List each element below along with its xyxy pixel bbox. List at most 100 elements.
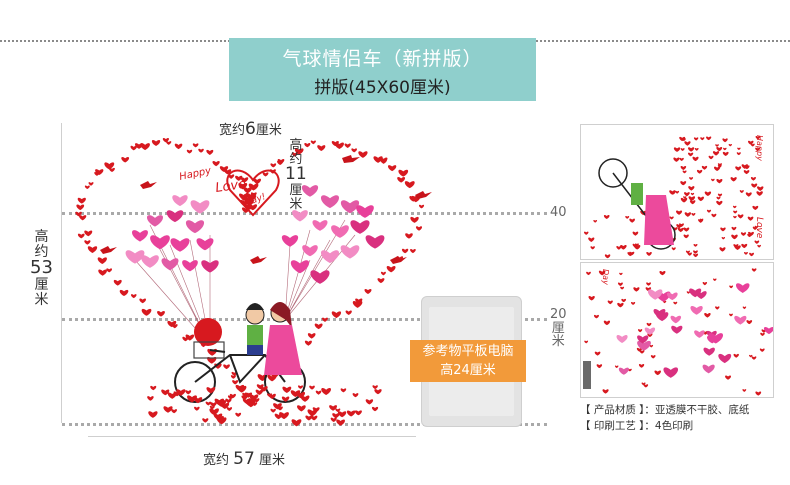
thumb-heart — [654, 370, 661, 376]
frame-heart — [84, 240, 91, 245]
thumb-balloon — [647, 289, 663, 300]
sheet-preview-top-art: Happy Love — [583, 135, 764, 259]
scale-20-value: 20 — [550, 307, 567, 322]
thumb-heart — [588, 295, 595, 301]
balloon-heart — [170, 238, 190, 252]
thumb-heart — [684, 192, 690, 197]
frame-heart — [322, 317, 328, 322]
thumb-balloon — [690, 305, 703, 315]
birds — [100, 155, 432, 264]
thumb-heart — [740, 232, 747, 236]
thumb-heart — [691, 213, 696, 216]
thumb-balloon — [637, 335, 649, 344]
ground-heart — [329, 405, 338, 411]
ground-heart — [305, 415, 313, 421]
thumb-heart — [755, 135, 761, 140]
ground-heart — [309, 385, 315, 390]
thumb-heart — [646, 252, 652, 256]
frame-heart — [140, 143, 150, 151]
balloon-heart — [331, 225, 349, 238]
frame-heart — [419, 204, 425, 209]
thumb-heart — [688, 196, 696, 201]
balloon-heart — [340, 245, 360, 259]
thumb-balloon — [666, 292, 678, 301]
ground-heart — [227, 395, 234, 400]
thumb-heart — [748, 140, 754, 145]
thumb-heart — [734, 245, 741, 251]
frame-heart — [240, 177, 249, 183]
thumb-heart — [603, 215, 610, 220]
frame-heart — [113, 279, 122, 286]
frame-heart — [248, 204, 258, 211]
frame-heart — [307, 333, 316, 339]
thumb-heart — [751, 268, 757, 272]
thumb-heart — [683, 234, 689, 239]
frame-heart — [253, 178, 262, 185]
thumb-balloon — [702, 364, 715, 374]
frame-heart — [237, 385, 247, 393]
thumb-heart — [737, 147, 741, 150]
thumb-heart — [729, 313, 733, 317]
thumb-heart — [632, 243, 639, 248]
frame-heart — [104, 162, 115, 170]
balloon-heart — [196, 238, 214, 251]
frame-heart — [267, 374, 277, 382]
thumb-heart — [604, 254, 611, 259]
thumb-heart — [731, 226, 737, 231]
frame-heart — [314, 323, 323, 330]
ground-heart — [163, 406, 173, 413]
thumb-heart — [733, 353, 739, 358]
thumb-heart — [688, 186, 695, 191]
reference-label-line1: 参考物平板电脑 — [422, 344, 514, 359]
top-width-unit: 厘米 — [255, 123, 282, 138]
frame-heart — [242, 392, 249, 398]
frame-heart — [304, 340, 312, 346]
frame-heart — [334, 142, 344, 149]
ground-heart — [187, 395, 197, 403]
balloon-heart — [290, 260, 310, 274]
ground-heart — [374, 389, 382, 395]
ground-hearts — [147, 385, 382, 427]
top-width-prefix: 宽约 — [219, 123, 246, 138]
balloon-heart — [182, 260, 198, 272]
sheet-preview-bottom: Day — [580, 262, 774, 398]
thumb-heart — [607, 300, 613, 305]
ground-heart — [281, 396, 290, 402]
bottom-width-ruler — [88, 436, 416, 437]
frame-heart — [380, 271, 386, 276]
thumb-heart — [745, 192, 752, 197]
thumb-heart — [671, 247, 676, 251]
balloon-heart — [185, 220, 205, 234]
thumb-heart — [715, 144, 719, 147]
balloon-heart — [146, 215, 164, 227]
title-banner: 气球情侣车（新拼版） 拼版(45X60厘米) — [229, 38, 536, 101]
frame-heart — [95, 169, 104, 176]
thumb-heart — [584, 340, 589, 344]
ground-heart — [332, 413, 340, 419]
frame-heart — [151, 140, 161, 147]
frame-heart — [277, 160, 284, 165]
scale-40-label: 40 — [550, 205, 567, 220]
frame-heart — [106, 268, 113, 273]
thumb-heart — [693, 250, 698, 254]
frame-heart — [377, 278, 385, 284]
frame-heart — [405, 233, 413, 239]
thumb-heart — [649, 344, 654, 348]
happy-text: Happy — [178, 165, 213, 183]
frame-heart — [77, 197, 86, 204]
ground-heart — [259, 386, 268, 392]
bottom-width-value: 57 — [233, 449, 255, 469]
thumb-balloon — [695, 291, 707, 299]
thumb-heart — [593, 314, 599, 319]
thumb-heart — [759, 348, 765, 352]
thumb-heart — [697, 196, 705, 202]
thumb-balloon — [707, 335, 718, 344]
thumb-heart — [722, 151, 729, 156]
thumb-heart — [688, 147, 695, 152]
thumb-heart — [692, 156, 699, 162]
thumb-heart — [723, 147, 727, 151]
thumb-balloon — [694, 330, 705, 338]
balloon-heart — [312, 220, 328, 231]
ground-heart — [310, 415, 318, 421]
top-height-label: 高 约 11 厘 米 — [285, 139, 307, 211]
